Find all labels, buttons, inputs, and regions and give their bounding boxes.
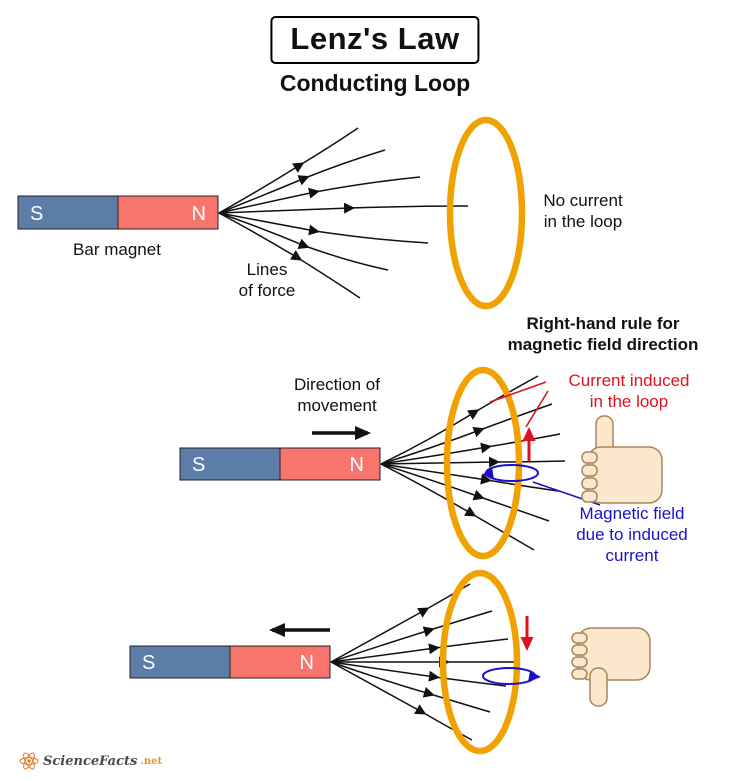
- field-lines-recede: [330, 583, 518, 741]
- bar-magnet-label: Bar magnet: [73, 240, 161, 259]
- field-lines-static: [218, 127, 469, 299]
- page-title: Lenz's Law: [290, 21, 460, 56]
- title-box: Lenz's Law: [270, 16, 480, 64]
- magnet-north-pole: [279, 447, 381, 481]
- thumbs-up-hand-icon: [581, 415, 663, 504]
- magnet-south-pole: [179, 447, 281, 481]
- conducting-loop-static: [446, 116, 526, 310]
- conducting-loop-approach: [443, 366, 523, 560]
- bar-magnet-approach: S N: [179, 447, 381, 481]
- magnetic-field-label: Magnetic field due to induced current: [576, 504, 688, 566]
- page-subtitle: Conducting Loop: [279, 70, 471, 96]
- right-hand-rule-heading: Right-hand rule for magnetic field direc…: [507, 314, 699, 355]
- brand-name: ScienceFacts: [43, 753, 138, 769]
- atom-icon: [19, 752, 39, 770]
- magnet-south-pole: [129, 645, 231, 679]
- footer-brand: ScienceFacts .net: [18, 750, 162, 772]
- direction-of-movement-label: Direction of movement: [294, 375, 380, 416]
- bar-magnet-recede: S N: [129, 645, 331, 679]
- current-leader-lines: [489, 381, 549, 428]
- current-induced-label: Current induced in the loop: [568, 371, 690, 412]
- no-current-label: No current in the loop: [543, 191, 623, 232]
- induced-field-loop-recede: [482, 667, 541, 685]
- magnet-north-pole: [117, 195, 219, 230]
- field-lines-approach: [380, 375, 566, 551]
- magnet-north-pole: [229, 645, 331, 679]
- magnet-south-letter: S: [30, 203, 43, 225]
- brand-tld: .net: [140, 755, 163, 767]
- induced-field-loop-approach: [482, 464, 539, 482]
- magnet-north-letter: N: [192, 203, 206, 225]
- bar-magnet-static: S N: [17, 195, 219, 230]
- lines-of-force-label: Lines of force: [238, 260, 296, 301]
- magnet-south-pole: [17, 195, 119, 230]
- magnet-south-letter: S: [142, 652, 155, 674]
- thumbs-down-hand-icon: [571, 627, 651, 707]
- magnet-north-letter: N: [350, 454, 364, 476]
- magnet-south-letter: S: [192, 454, 205, 476]
- magnet-north-letter: N: [300, 652, 314, 674]
- conducting-loop-recede: [439, 569, 521, 755]
